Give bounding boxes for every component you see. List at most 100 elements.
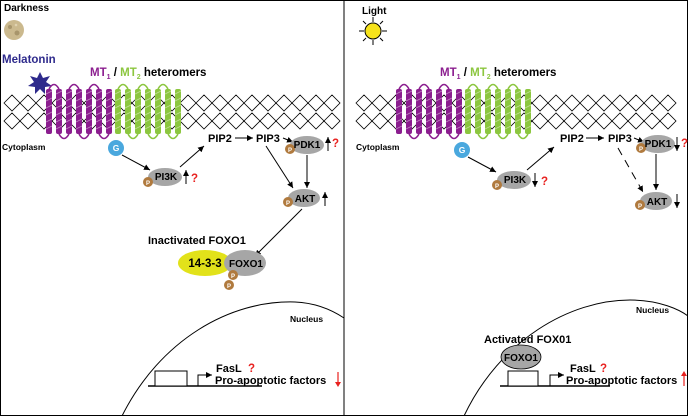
receptor-loop bbox=[398, 83, 410, 90]
transmembrane-helix bbox=[446, 89, 452, 134]
question-mark: ? bbox=[332, 138, 339, 150]
pi3k-to-pip2-arrow bbox=[179, 145, 205, 168]
transmembrane-helix bbox=[106, 89, 112, 134]
question-mark: ? bbox=[541, 176, 548, 188]
receptor-loop bbox=[137, 83, 149, 90]
pip3-to-akt-arrow-dashed bbox=[617, 147, 644, 193]
transmembrane-helix bbox=[76, 89, 82, 134]
heteromer-title: MT1 / MT2 heteromers bbox=[90, 67, 206, 81]
pi3k-node bbox=[148, 168, 182, 186]
transmembrane-helix bbox=[46, 89, 52, 134]
receptor-loop bbox=[127, 133, 139, 140]
question-mark: ? bbox=[681, 138, 688, 150]
sun-icon bbox=[359, 17, 387, 45]
melatonin-star-icon bbox=[28, 72, 52, 94]
transmembrane-helix bbox=[175, 89, 181, 134]
question-mark: ? bbox=[248, 363, 255, 375]
transmembrane-helix bbox=[96, 89, 102, 134]
nucleus-label: Nucleus bbox=[636, 305, 669, 315]
svg-text:P: P bbox=[639, 147, 643, 153]
condition-label: Darkness bbox=[4, 3, 49, 14]
transmembrane-helix bbox=[416, 89, 422, 134]
receptor-loop bbox=[48, 83, 60, 90]
nucleus-envelope bbox=[463, 299, 688, 416]
receptor-loop bbox=[68, 83, 80, 90]
transmembrane-helix bbox=[125, 89, 131, 134]
mt2-receptor bbox=[114, 83, 182, 140]
cell-membrane bbox=[3, 94, 341, 130]
receptor-loop bbox=[98, 133, 110, 140]
transmembrane-helix bbox=[86, 89, 92, 134]
mt1-receptor bbox=[395, 83, 463, 140]
receptor-loop bbox=[507, 83, 519, 90]
g-to-pi3k-arrow bbox=[467, 156, 497, 173]
akt-node bbox=[640, 192, 672, 210]
transmembrane-helix bbox=[525, 89, 531, 134]
receptor-loop bbox=[487, 83, 499, 90]
transmembrane-helix bbox=[66, 89, 72, 134]
nucleus-label: Nucleus bbox=[290, 314, 323, 324]
transmembrane-helix bbox=[165, 89, 171, 134]
receptor-loop bbox=[418, 83, 430, 90]
transmembrane-helix bbox=[135, 89, 141, 134]
pi3k-to-pip2-arrow bbox=[526, 146, 555, 171]
protein-14-3-3 bbox=[178, 250, 232, 276]
cytoplasm-label: Cytoplasm bbox=[2, 142, 46, 152]
svg-text:P: P bbox=[495, 184, 499, 190]
pip2-label: PIP2 bbox=[208, 133, 232, 145]
svg-text:P: P bbox=[286, 201, 290, 207]
promoter-box bbox=[154, 370, 188, 387]
receptor-loop bbox=[58, 133, 70, 140]
phosphate-icon bbox=[636, 143, 646, 153]
receptor-loop bbox=[147, 133, 159, 140]
receptor-loop bbox=[78, 133, 90, 140]
transmembrane-helix bbox=[406, 89, 412, 134]
cytoplasm-label: Cytoplasm bbox=[356, 142, 400, 152]
phosphate-icon bbox=[492, 180, 502, 190]
foxo1-node bbox=[224, 250, 266, 276]
receptor-loop bbox=[167, 133, 179, 140]
promoter-box bbox=[507, 370, 539, 387]
phosphate-icon bbox=[285, 144, 295, 154]
condition-label: Light bbox=[362, 6, 387, 17]
mt1-receptor bbox=[45, 83, 113, 140]
svg-text:14-3-3: 14-3-3 bbox=[188, 258, 221, 270]
receptor-loop bbox=[477, 133, 489, 140]
pip3-label: PIP3 bbox=[608, 133, 632, 145]
left-panel: Darkness Melatonin MT1 / MT2 heteromers … bbox=[2, 3, 345, 416]
svg-text:AKT: AKT bbox=[647, 197, 668, 208]
receptor-loop bbox=[428, 133, 440, 140]
transmembrane-helix bbox=[515, 89, 521, 134]
right-panel: Light MT1 / MT2 heteromers Cytoplasm G P… bbox=[355, 6, 688, 416]
svg-text:G: G bbox=[113, 143, 120, 153]
g-protein bbox=[108, 140, 124, 156]
akt-node bbox=[288, 189, 320, 207]
pro-apoptotic-label: Pro-apoptotic factors bbox=[566, 375, 677, 387]
receptor-loop bbox=[497, 133, 509, 140]
transmembrane-helix bbox=[475, 89, 481, 134]
mt2-receptor bbox=[464, 83, 532, 140]
transmembrane-helix bbox=[495, 89, 501, 134]
phosphate-icon bbox=[143, 177, 153, 187]
transmembrane-helix bbox=[485, 89, 491, 134]
akt-to-foxo1-arrow bbox=[254, 208, 303, 257]
svg-text:FOXO1: FOXO1 bbox=[504, 353, 538, 364]
receptor-loop bbox=[467, 83, 479, 90]
svg-text:P: P bbox=[231, 274, 235, 280]
question-mark: ? bbox=[191, 173, 198, 185]
svg-text:P: P bbox=[288, 148, 292, 154]
foxo1-node bbox=[500, 344, 542, 370]
fasl-label: FasL bbox=[570, 363, 596, 375]
transmembrane-helix bbox=[465, 89, 471, 134]
svg-text:P: P bbox=[227, 284, 231, 290]
foxo-state-label: Inactivated FOXO1 bbox=[148, 235, 246, 247]
svg-text:PDK1: PDK1 bbox=[294, 140, 321, 151]
transmembrane-helix bbox=[56, 89, 62, 134]
phosphate-icon bbox=[224, 280, 234, 290]
question-mark: ? bbox=[600, 363, 607, 375]
pro-apoptotic-label: Pro-apoptotic factors bbox=[215, 375, 326, 387]
pip2-label: PIP2 bbox=[560, 133, 584, 145]
phosphate-icon bbox=[228, 270, 238, 280]
receptor-loop bbox=[438, 83, 450, 90]
